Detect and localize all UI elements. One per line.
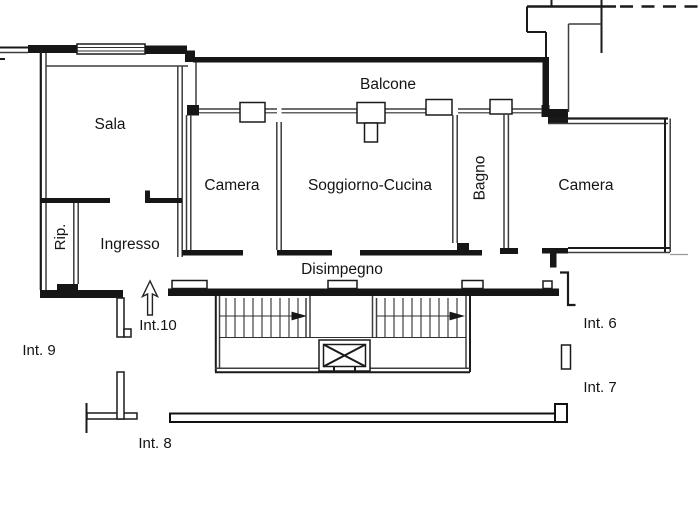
exterior-top-left-wall xyxy=(0,43,195,62)
label-balcone: Balcone xyxy=(360,76,416,93)
room-bagno-walls xyxy=(440,114,518,256)
label-sala: Sala xyxy=(94,116,125,133)
window-glazing xyxy=(199,108,542,114)
entry-area xyxy=(40,279,160,338)
label-int8: Int. 8 xyxy=(138,435,171,452)
label-int7: Int. 7 xyxy=(583,379,616,396)
door-pier xyxy=(356,101,386,124)
label-rip: Rip. xyxy=(52,224,69,251)
label-camera1: Camera xyxy=(204,177,260,194)
stair-top-wall xyxy=(168,288,559,296)
wall-pillar xyxy=(171,279,208,290)
int8-wall-piece xyxy=(85,371,138,433)
label-bagno: Bagno xyxy=(472,156,489,201)
balcony-outer-wall xyxy=(193,57,545,63)
wall-pillar xyxy=(327,279,358,290)
pier-stem xyxy=(363,122,379,143)
room-camera2-walls xyxy=(542,117,688,268)
stair-direction-arrow-left xyxy=(219,311,307,321)
right-arrow-icon xyxy=(449,311,465,321)
label-ingresso: Ingresso xyxy=(100,236,159,253)
label-camera2: Camera xyxy=(558,177,614,194)
elevator-icon xyxy=(318,339,371,372)
door-pier xyxy=(560,344,572,370)
label-int9: Int. 9 xyxy=(22,342,55,359)
label-disimpegno: Disimpegno xyxy=(301,261,383,278)
bottom-wall xyxy=(40,290,123,298)
entry-up-arrow-icon xyxy=(140,279,160,316)
sala-window xyxy=(76,43,146,55)
stair-treads-right xyxy=(371,296,458,338)
wall-pillar xyxy=(461,279,484,290)
corridor-walls xyxy=(182,250,440,256)
label-soggiorno-cucina: Soggiorno-Cucina xyxy=(308,177,432,194)
balcony-window-wall xyxy=(187,98,542,143)
label-int10: Int.10 xyxy=(139,317,177,334)
long-bottom-wall xyxy=(169,403,568,423)
window-symbol xyxy=(425,98,453,116)
right-arrow-icon xyxy=(291,311,307,321)
stairwell xyxy=(168,279,559,374)
window-symbol xyxy=(489,98,513,115)
balcony xyxy=(193,57,545,105)
stair-direction-arrow-right xyxy=(376,311,465,321)
wall-pillar xyxy=(542,280,553,290)
unit-entry-walls-right xyxy=(560,271,576,370)
room-camera1-walls xyxy=(185,115,282,250)
room-rip xyxy=(40,190,182,292)
label-int6: Int. 6 xyxy=(583,315,616,332)
upper-right-structure xyxy=(526,0,699,124)
room-sala xyxy=(39,47,188,290)
door-pier xyxy=(239,101,266,123)
